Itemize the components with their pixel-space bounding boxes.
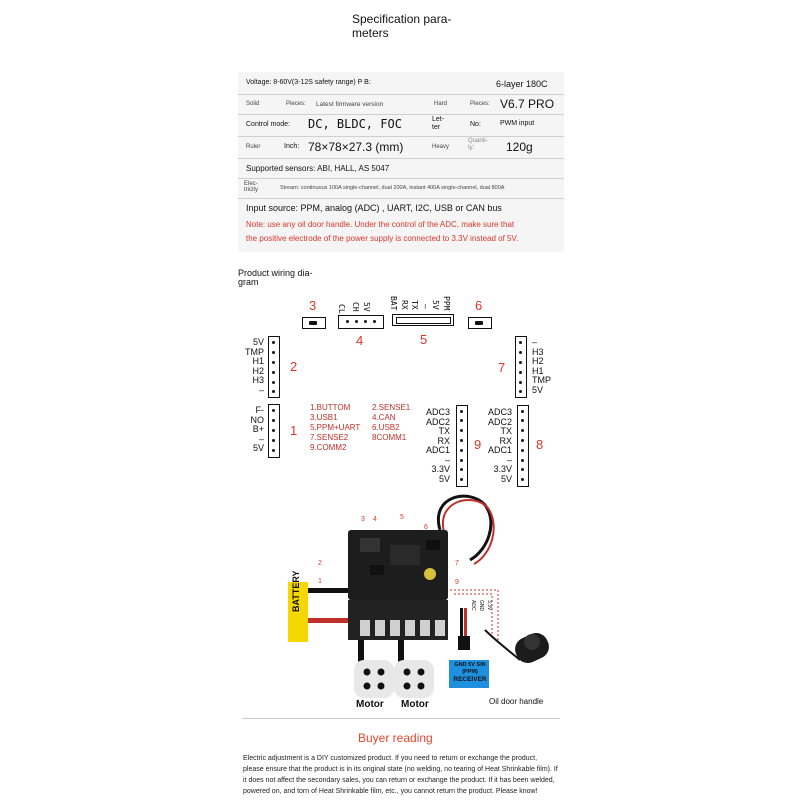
receiver-box	[449, 660, 489, 688]
comm1-connector	[517, 405, 529, 487]
buyer-title: Buyer reading	[358, 731, 433, 745]
version-text: V6.7 PRO	[500, 97, 555, 111]
can-connector	[338, 315, 384, 329]
callout-2: 2	[318, 560, 322, 567]
ppm-uart-connector	[392, 314, 454, 326]
legend-right: 2.SENSE1 4.CAN 6.USB2 8COMM1	[372, 403, 411, 442]
battery-icon	[288, 582, 308, 642]
sensors-text: Supported sensors: ABI, HALL, AS 5047	[246, 164, 390, 173]
label-1: 1	[290, 423, 298, 438]
label-3: 3	[309, 298, 317, 313]
sense2-connector	[515, 336, 527, 398]
layers-text: 6-layer 180C	[496, 79, 548, 89]
label-7: 7	[498, 360, 506, 375]
comm2-connector	[456, 405, 468, 487]
conn4-labels: CL CH 5V	[337, 302, 371, 314]
spec-row-firmware: Solid Pieces: Latest firmware version Ha…	[238, 94, 564, 115]
motor-2-label: Motor	[401, 699, 429, 710]
label-5: 5	[420, 332, 428, 347]
usb1-connector	[302, 317, 326, 329]
callout-3: 3	[361, 516, 365, 523]
legend-left: 1.BUTTOM 3.USB1 5.PPM+UART 7.SENSE2 9.CO…	[310, 403, 361, 452]
label-4: 4	[356, 333, 364, 348]
usb-port-icon	[309, 321, 317, 325]
power-cable-red	[441, 499, 495, 565]
spec-row-input: Input source: PPM, analog (ADC) , UART, …	[238, 198, 564, 218]
callout-9: 9	[455, 579, 459, 586]
oil-door-handle-label: Oil door handle	[489, 697, 544, 706]
stream-text: Stream: continuous 100A single-channel, …	[280, 185, 505, 191]
spec-table: Voltage: 8-60V(3-12S safety range) P B: …	[238, 72, 564, 252]
motor-1-label: Motor	[356, 699, 384, 710]
callout-7: 7	[455, 560, 459, 567]
voltage-text: Voltage: 8-60V(3-12S safety range) P B:	[246, 79, 371, 86]
note-text: Note: use any oil door handle. Under the…	[246, 220, 519, 243]
sense1-connector	[268, 336, 280, 398]
board-illustration	[288, 494, 549, 698]
weight-text: 120g	[506, 140, 533, 154]
usb2-connector	[468, 317, 492, 329]
callout-4: 4	[373, 516, 377, 523]
battery-cable-red	[300, 618, 350, 623]
battery-label: BATTERY	[291, 570, 301, 613]
button-connector	[268, 404, 280, 458]
motor-1-icon	[354, 660, 394, 698]
usb-port-icon	[475, 321, 483, 325]
conn8-labels: ADC3 ADC2 TX RX ADC1 – 3.3V 5V	[487, 407, 512, 484]
callout-5: 5	[400, 514, 404, 521]
label-6: 6	[475, 298, 483, 313]
spec-row-voltage: Voltage: 8-60V(3-12S safety range) P B: …	[238, 72, 564, 95]
battery-cable-black	[300, 588, 350, 593]
oil-door-handle-icon	[484, 629, 549, 664]
spec-row-size: Ruler Inch: 78×78×27.3 (mm) Heavy Quanti…	[238, 136, 564, 159]
input-text: Input source: PPM, analog (ADC) , UART, …	[246, 203, 502, 213]
label-2: 2	[290, 359, 298, 374]
wiring-title: Product wiring dia- gram	[238, 268, 313, 287]
spec-row-sensors: Supported sensors: ABI, HALL, AS 5047	[238, 158, 564, 179]
buyer-text: Electric adjustment is a DIY customized …	[243, 755, 558, 795]
pwm-text: PWM input	[500, 120, 535, 127]
buyer-divider	[242, 718, 560, 719]
spec-row-control: Control mode: DC, BLDC, FOC Let-ter No: …	[238, 114, 564, 137]
conn7-labels: – H3 H2 H1 TMP 5V	[532, 337, 551, 395]
conn1-labels: F- NO B+ – 5V	[250, 405, 265, 453]
size-text: 78×78×27.3 (mm)	[308, 140, 404, 154]
control-mode-value: DC, BLDC, FOC	[308, 117, 402, 131]
conn9-labels: ADC3 ADC2 TX RX ADC1 – 3.3V 5V	[425, 407, 450, 484]
firmware-text: Latest firmware version	[316, 101, 384, 108]
conn5-labels: BAT RX TX – 5V PPM	[389, 296, 451, 311]
label-8: 8	[536, 437, 544, 452]
receiver-label: GND 5V SIN (PPM) RECEIVER	[453, 662, 487, 683]
label-9: 9	[474, 437, 482, 452]
callout-1: 1	[318, 578, 322, 585]
callout-6: 6	[424, 524, 428, 531]
motor-2-icon	[394, 660, 434, 698]
spec-row-stream: Elec-tricity Stream: continuous 100A sin…	[238, 178, 564, 199]
conn2-labels: 5V TMP H1 H2 H3 –	[245, 337, 264, 395]
spec-title: Specification para- meters	[352, 12, 452, 40]
